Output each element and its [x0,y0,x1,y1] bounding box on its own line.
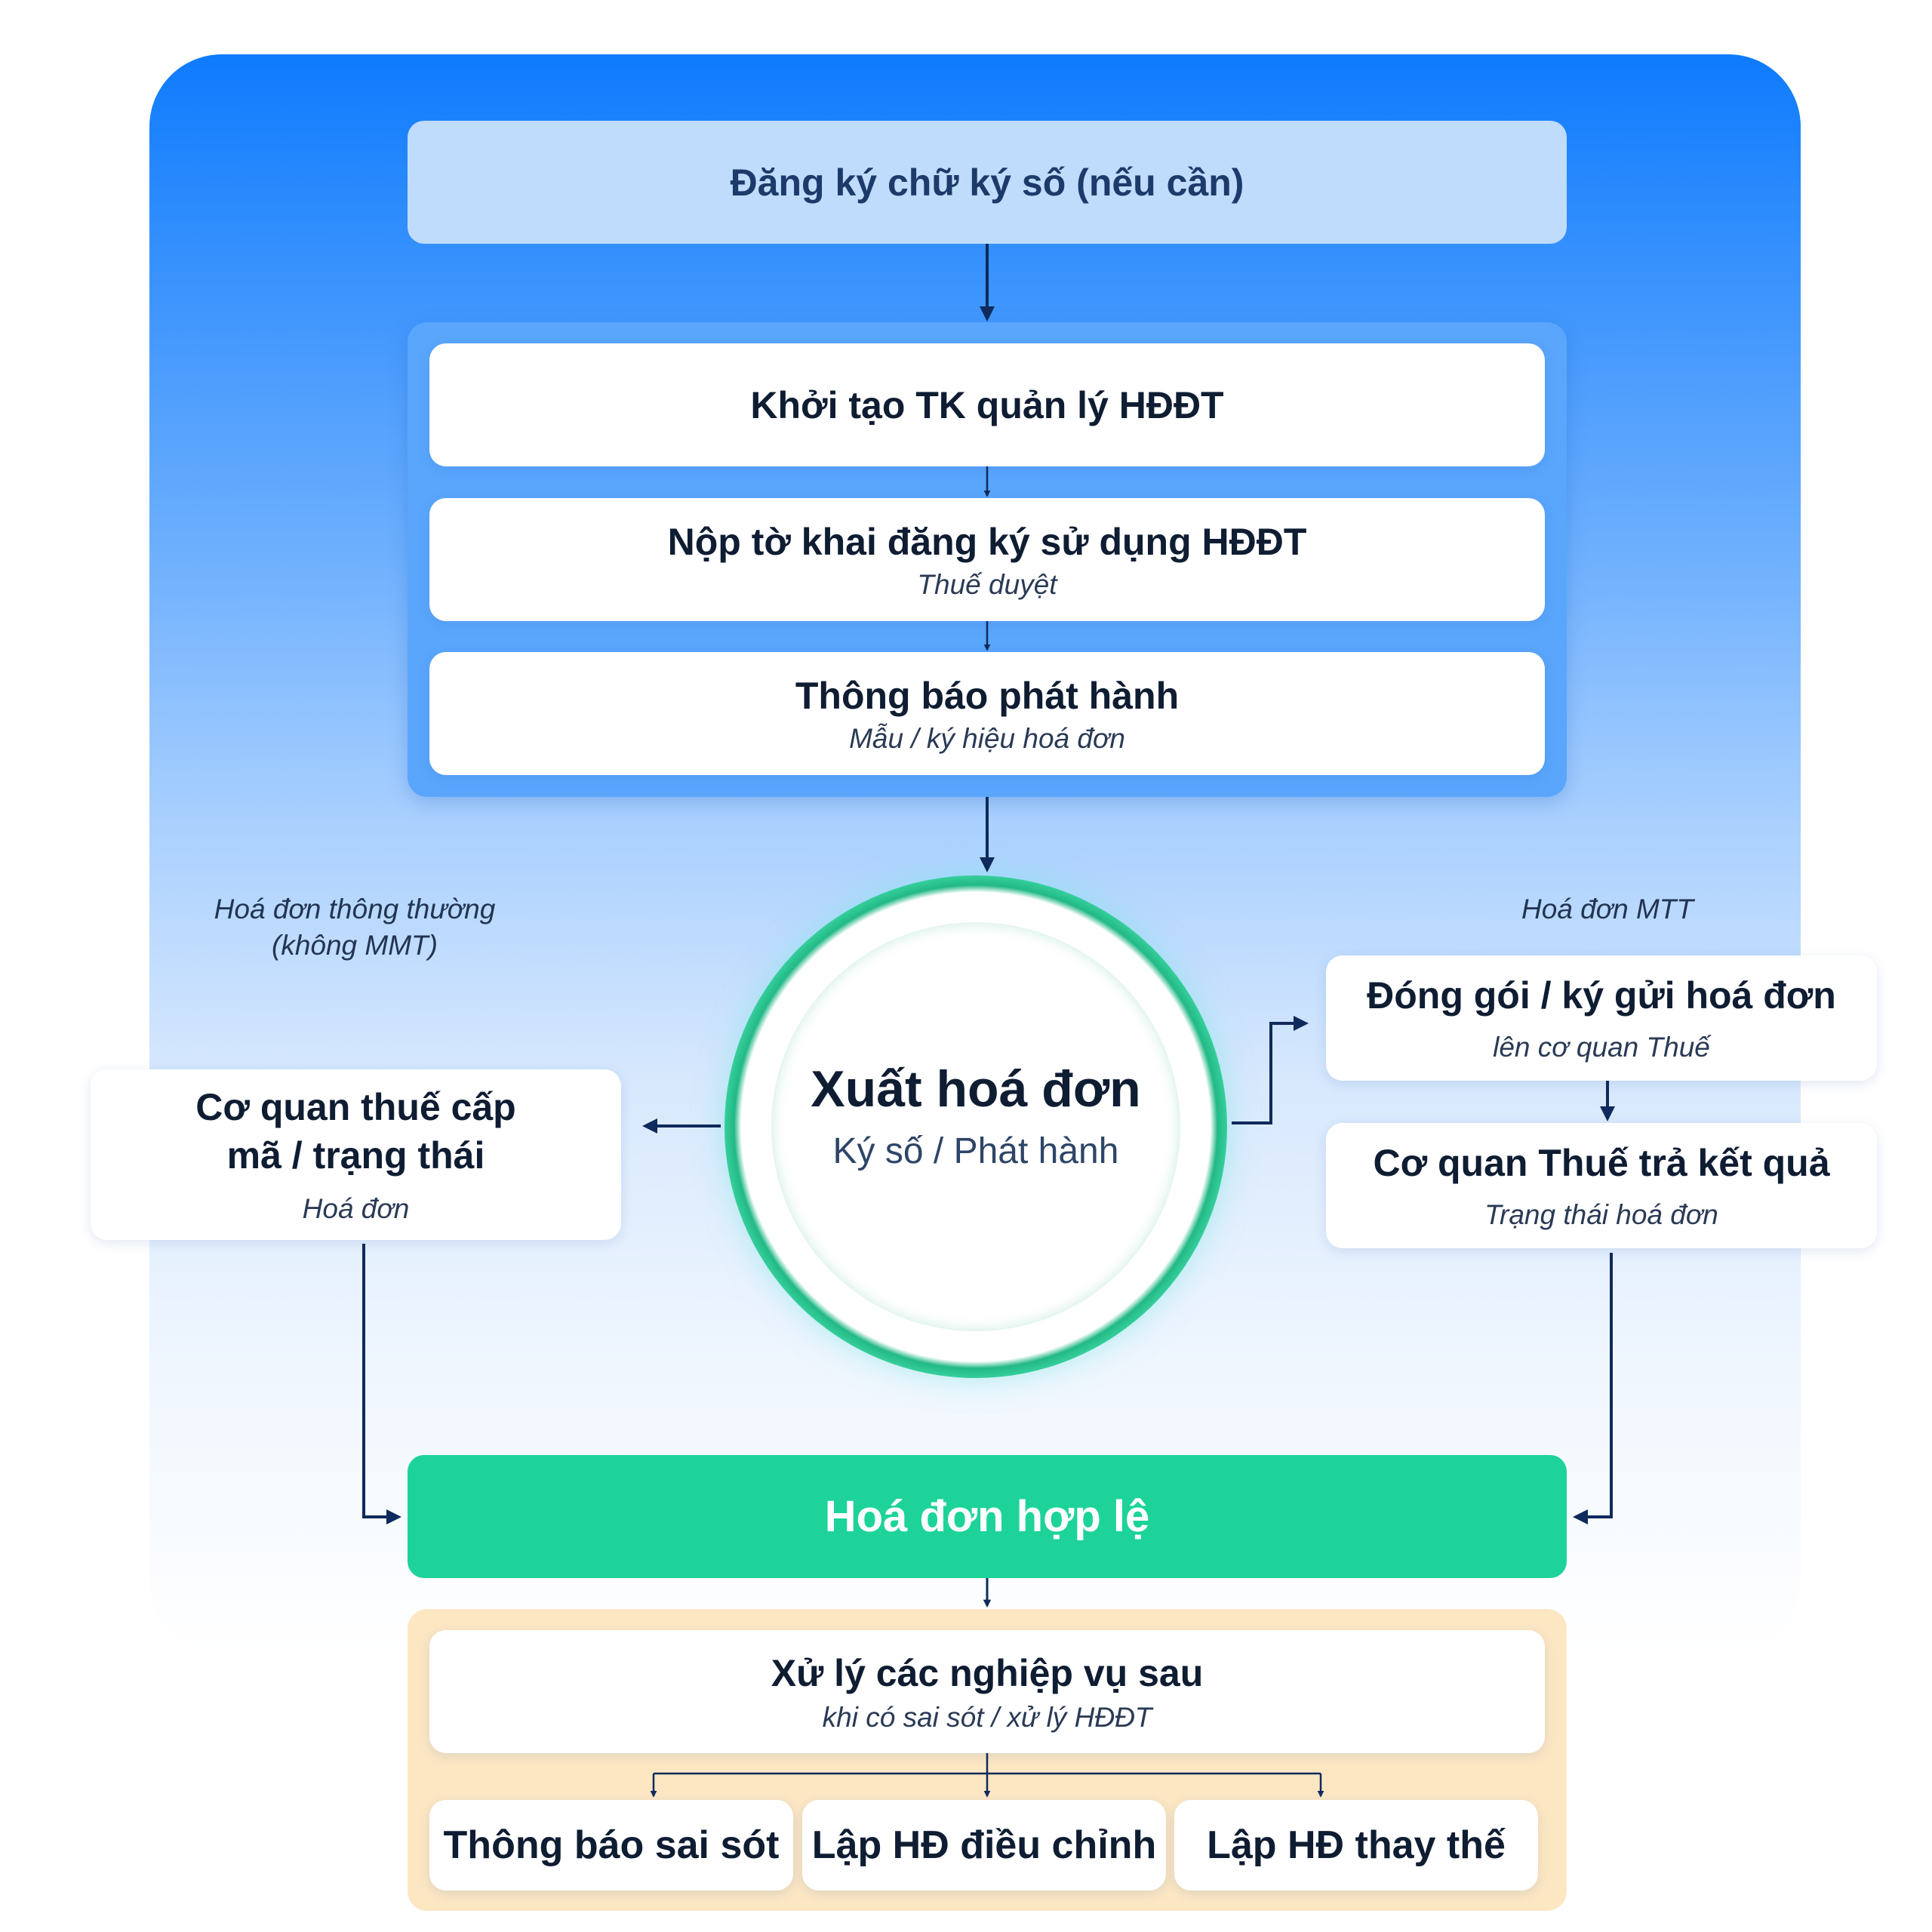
branch-post-options [654,1753,1321,1775]
post-processing-card[interactable]: Xử lý các nghiệp vụ sau khi có sai sót /… [429,1630,1545,1753]
replace-invoice-button[interactable]: Lập HĐ thay thế [1174,1800,1538,1890]
card-title-line: mã / trạng thái [226,1134,485,1177]
error-notice-button[interactable]: Thông báo sai sót [429,1800,793,1890]
arrow-result-to-valid [1573,1253,1613,1524]
tax-result-card[interactable]: Cơ quan Thuế trả kết quả Trạng thái hoá … [1326,1123,1877,1248]
hub-title: Xuất hoá đơn [811,1060,1141,1118]
arrow-left-card-to-valid [362,1244,401,1524]
card-title-line: Cơ quan thuế cấp [195,1086,516,1128]
issuance-notice-step[interactable]: Thông báo phát hành Mẫu / ký hiệu hoá đơ… [429,652,1545,775]
step-title: Nộp tờ khai đăng ký sử dụng HĐĐT [667,520,1307,563]
card-subtitle: lên cơ quan Thuế [1493,1032,1710,1063]
option-label: Thông báo sai sót [443,1823,780,1867]
step-title: Thông báo phát hành [795,674,1180,717]
arrow-hub-to-package [1232,1016,1309,1124]
adjust-invoice-button[interactable]: Lập HĐ điều chỉnh [802,1800,1166,1890]
step-subtitle: Thuế duyệt [917,568,1057,600]
hub-inner: Xuất hoá đơn Ký số / Phát hành [771,922,1180,1331]
valid-invoice-bar[interactable]: Hoá đơn hợp lệ [408,1455,1567,1578]
option-label: Lập HĐ điều chỉnh [811,1823,1157,1867]
card-title: Cơ quan Thuế trả kết quả [1373,1142,1830,1184]
create-account-step[interactable]: Khởi tạo TK quản lý HĐĐT [429,343,1545,466]
card-subtitle: khi có sai sót / xử lý HĐĐT [822,1701,1152,1733]
normal-invoice-label: Hoá đơn thông thường (không MMT) [174,893,536,963]
card-title: Đóng gói / ký gửi hoá đơn [1367,974,1836,1017]
step-subtitle: Mẫu / ký hiệu hoá đơn [849,722,1125,754]
hub-subtitle: Ký số / Phát hành [832,1131,1119,1171]
digital-signature-step[interactable]: Đăng ký chữ ký số (nếu cần) [408,121,1567,244]
issue-invoice-hub[interactable]: Xuất hoá đơn Ký số / Phát hành [724,875,1227,1378]
valid-invoice-title: Hoá đơn hợp lệ [824,1492,1150,1541]
label-line: Hoá đơn thông thường [214,894,496,924]
option-label: Lập HĐ thay thế [1207,1823,1506,1867]
card-subtitle: Trạng thái hoá đơn [1484,1199,1718,1230]
package-send-card[interactable]: Đóng gói / ký gửi hoá đơn lên cơ quan Th… [1326,955,1877,1081]
step-title: Khởi tạo TK quản lý HĐĐT [750,383,1224,426]
background-panel [149,54,1801,1654]
card-subtitle: Hoá đơn [302,1193,410,1224]
step-title: Đăng ký chữ ký số (nếu cần) [730,161,1244,204]
register-step[interactable]: Nộp tờ khai đăng ký sử dụng HĐĐT Thuế du… [429,498,1545,621]
card-title: Xử lý các nghiệp vụ sau [771,1651,1204,1694]
label-line: (không MMT) [272,930,438,961]
mtt-invoice-label: Hoá đơn MTT [1521,894,1694,924]
tax-authority-code-card[interactable]: Cơ quan thuế cấp mã / trạng thái Hoá đơn [91,1069,621,1240]
